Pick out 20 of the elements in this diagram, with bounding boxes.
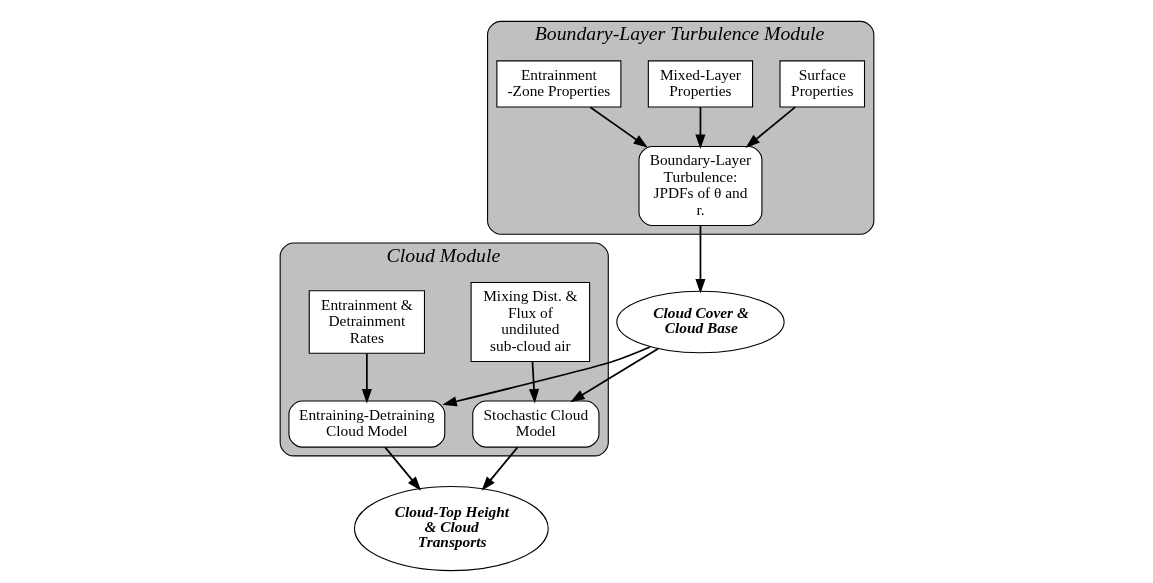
arrow [528, 360, 539, 404]
node-box: Boundary-Layer Turbulence: JPDFs of θ and r. [637, 145, 762, 226]
node-box: Surface Properties [778, 60, 865, 108]
arrow [588, 106, 648, 148]
arrow [481, 446, 518, 491]
node-box: Mixed-Layer Properties [647, 60, 753, 108]
arrow [694, 224, 706, 294]
node-box: Mixing Dist. & Flux of undiluted sub-cloud air [470, 281, 590, 363]
arrow [694, 106, 706, 149]
node-box: Entrainment & Detrainment Rates [308, 290, 425, 354]
arrow [361, 352, 372, 404]
arrow [569, 347, 659, 403]
arrow [744, 106, 796, 148]
node-box: Stochastic Cloud Model [471, 400, 599, 448]
node-box: Entraining-Detraining Cloud Model [287, 400, 445, 448]
node-ellipse: Cloud Cover & Cloud Base [615, 290, 785, 354]
arrow [441, 346, 651, 407]
arrow [383, 446, 421, 491]
node-ellipse: Cloud-Top Height & Cloud Transports [353, 485, 549, 572]
node-box: Entrainment -Zone Properties [495, 60, 621, 108]
